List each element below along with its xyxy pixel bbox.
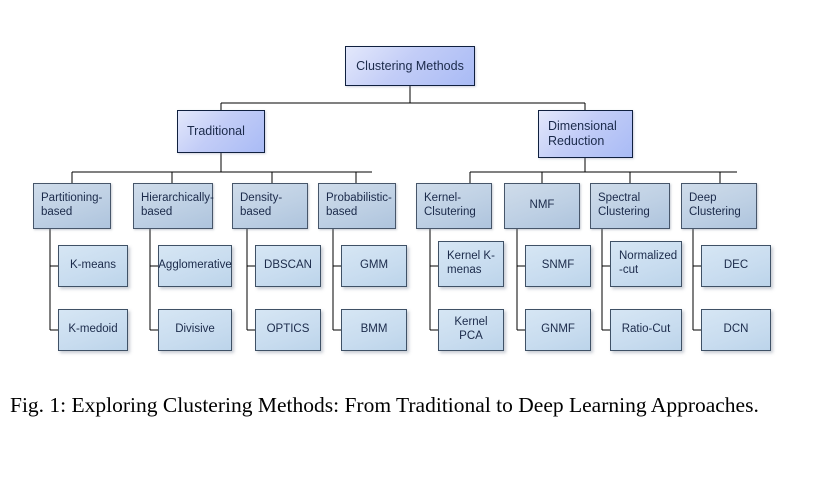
leaf-optics[interactable]: OPTICS bbox=[255, 309, 321, 351]
node-label: Dimensional Reduction bbox=[548, 119, 617, 148]
node-label: Deep Clustering bbox=[689, 192, 741, 218]
leaf-dec[interactable]: DEC bbox=[701, 245, 771, 287]
leaf-snmf[interactable]: SNMF bbox=[525, 245, 591, 287]
leaf-kernel-pca[interactable]: Kernel PCA bbox=[438, 309, 504, 351]
node-label: K-medoid bbox=[68, 323, 118, 336]
node-label: BMM bbox=[360, 323, 388, 336]
node-kernel-clustering[interactable]: Kernel- Clsutering bbox=[416, 183, 492, 229]
leaf-kernel-k-means[interactable]: Kernel K- menas bbox=[438, 241, 504, 287]
leaf-k-means[interactable]: K-means bbox=[58, 245, 128, 287]
node-label: DCN bbox=[723, 323, 749, 336]
leaf-gmm[interactable]: GMM bbox=[341, 245, 407, 287]
node-nmf[interactable]: NMF bbox=[504, 183, 580, 229]
node-label: Density- based bbox=[240, 192, 283, 218]
node-label: Partitioning- based bbox=[41, 192, 103, 218]
node-label: NMF bbox=[529, 199, 555, 212]
leaf-dbscan[interactable]: DBSCAN bbox=[255, 245, 321, 287]
node-label: Clustering Methods bbox=[356, 58, 464, 73]
node-label: GMM bbox=[359, 259, 389, 272]
leaf-dcn[interactable]: DCN bbox=[701, 309, 771, 351]
node-label: DEC bbox=[723, 259, 749, 272]
node-label: Spectral Clustering bbox=[598, 192, 650, 218]
clustering-methods-tree-diagram: Clustering Methods Traditional Dimension… bbox=[33, 46, 771, 351]
node-density-based[interactable]: Density- based bbox=[232, 183, 308, 229]
node-label: Traditional bbox=[187, 124, 245, 139]
node-dimensional-reduction[interactable]: Dimensional Reduction bbox=[538, 110, 633, 158]
node-deep-clustering[interactable]: Deep Clustering bbox=[681, 183, 757, 229]
node-root-clustering-methods[interactable]: Clustering Methods bbox=[345, 46, 475, 86]
node-label: Kernel K- menas bbox=[447, 250, 495, 276]
node-partitioning-based[interactable]: Partitioning- based bbox=[33, 183, 111, 229]
node-label: K-means bbox=[69, 259, 117, 272]
leaf-divisive[interactable]: Divisive bbox=[158, 309, 232, 351]
leaf-gnmf[interactable]: GNMF bbox=[525, 309, 591, 351]
leaf-ratio-cut[interactable]: Ratio-Cut bbox=[610, 309, 682, 351]
node-label: Kernel PCA bbox=[454, 316, 488, 342]
leaf-normalized-cut[interactable]: Normalized -cut bbox=[610, 241, 682, 287]
node-label: Agglomerative bbox=[158, 259, 232, 272]
figure-caption: Fig. 1: Exploring Clustering Methods: Fr… bbox=[10, 392, 770, 420]
node-label: Hierarchically- based bbox=[141, 192, 214, 218]
node-label: GNMF bbox=[541, 323, 575, 336]
node-probabilistic-based[interactable]: Probabilistic- based bbox=[318, 183, 396, 229]
figure-caption-text: Fig. 1: Exploring Clustering Methods: Fr… bbox=[10, 393, 759, 417]
leaf-bmm[interactable]: BMM bbox=[341, 309, 407, 351]
leaf-k-medoid[interactable]: K-medoid bbox=[58, 309, 128, 351]
node-label: Divisive bbox=[175, 323, 215, 336]
node-label: Normalized -cut bbox=[619, 250, 678, 276]
node-label: OPTICS bbox=[266, 323, 310, 336]
node-label: DBSCAN bbox=[264, 259, 312, 272]
node-label: SNMF bbox=[541, 259, 575, 272]
tree-connectors bbox=[49, 86, 737, 331]
node-label: Kernel- Clsutering bbox=[424, 192, 476, 218]
leaf-agglomerative[interactable]: Agglomerative bbox=[158, 245, 232, 287]
node-label: Ratio-Cut bbox=[621, 323, 671, 336]
node-hierarchically-based[interactable]: Hierarchically- based bbox=[133, 183, 214, 229]
node-spectral-clustering[interactable]: Spectral Clustering bbox=[590, 183, 670, 229]
node-traditional[interactable]: Traditional bbox=[177, 110, 265, 153]
node-label: Probabilistic- based bbox=[326, 192, 392, 218]
